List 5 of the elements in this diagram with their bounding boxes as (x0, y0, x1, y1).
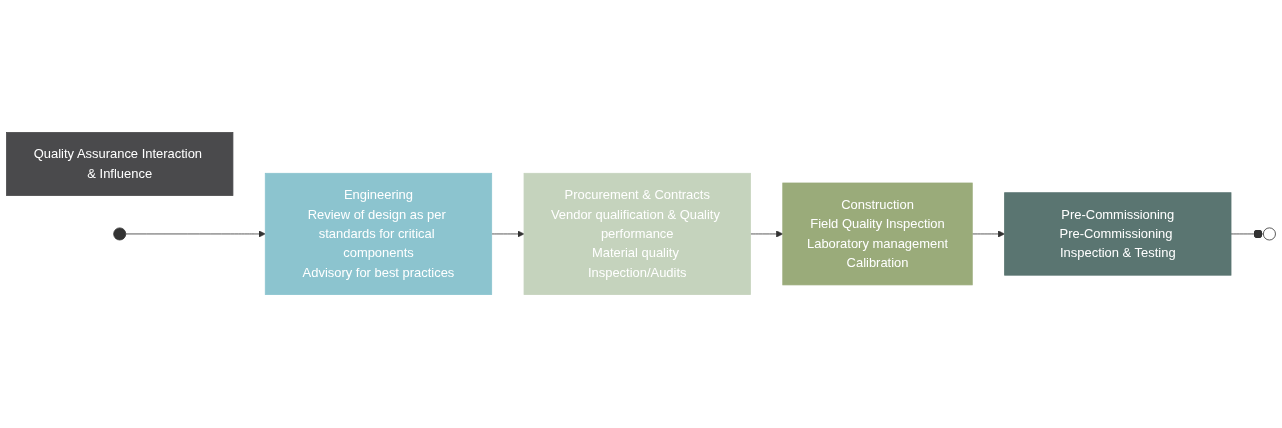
node-box: Engineering Review of design as per standards for critical components Advisory for best practices (264, 173, 493, 296)
node-box: Construction Field Quality Inspection Laboratory management Calibration (782, 183, 973, 286)
node-box: Pre-Commissioning Pre-Commissioning Inspection & Testing (1004, 192, 1232, 277)
node-box: Quality Assurance Interaction & Influence (6, 132, 234, 197)
node-box: Procurement & Contracts Vendor qualification & Quality performance Material quality Inspection/Audits (523, 173, 751, 296)
